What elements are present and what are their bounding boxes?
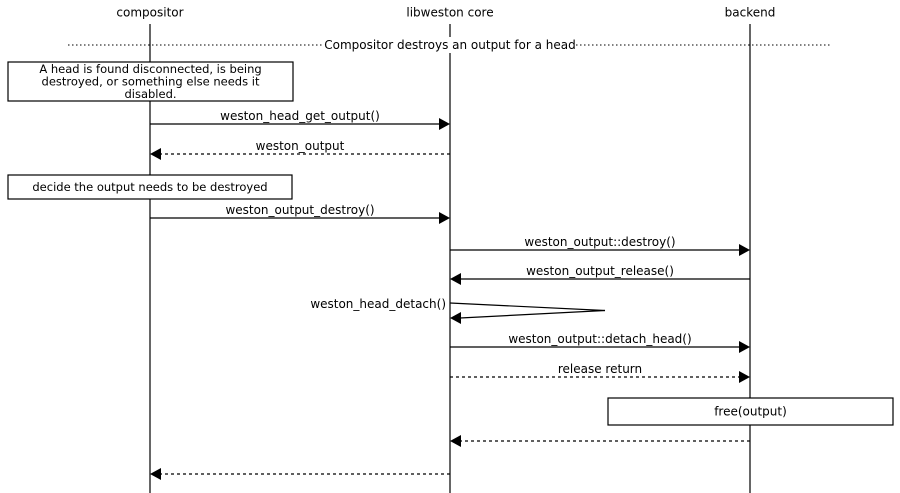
msg-weston-output-detach-head: weston_output::detach_head(): [450, 332, 750, 353]
msg-release-return: release return: [450, 362, 750, 383]
msg-weston-head-detach-label: weston_head_detach(): [310, 297, 446, 311]
msg-weston-head-detach-line-back: [459, 309, 606, 319]
msg-weston-output-detach-head-label-background: [511, 332, 689, 346]
msg-release-return-label: release return: [558, 362, 642, 376]
msg-weston-output-destroy-arrowhead: [439, 212, 450, 224]
msg-weston-output-destroy-vfunc-label: weston_output::destroy(): [524, 235, 675, 249]
note-head-disconnected: A head is found disconnected, is beingde…: [7, 61, 294, 102]
msg-weston-output-destroy-label-background: [227, 203, 373, 217]
msg-weston-head-detach-line-out: [449, 302, 606, 312]
actor-headers-group: compositor libweston core backend: [116, 6, 775, 20]
self-messages-group: weston_head_detach(): [310, 297, 606, 324]
msg-weston-output-return-arrowhead: [150, 148, 161, 160]
msg-weston-head-detach-arrowhead: [450, 312, 461, 324]
msg-weston-output-destroy-vfunc-arrowhead: [739, 244, 750, 256]
note-decide-destroy: decide the output needs to be destroyed: [7, 174, 293, 200]
actor-header-compositor: compositor: [116, 6, 183, 20]
note-head-disconnected-box: [7, 61, 294, 102]
msg-release-return-label-background: [555, 362, 645, 376]
msg-weston-head-get-output-label-background: [224, 109, 376, 123]
box-free-output: free(output): [607, 397, 894, 426]
box-free-output-box: [607, 397, 894, 426]
actor-header-backend: backend: [725, 6, 776, 20]
msg-weston-output-return-label: weston_output: [256, 139, 345, 153]
msg-destroy-return: [150, 468, 450, 480]
msg-weston-head-get-output: weston_head_get_output(): [150, 109, 450, 130]
msg-weston-head-get-output-arrowhead: [439, 118, 450, 130]
separator-label: Compositor destroys an output for a head: [324, 38, 576, 52]
msg-weston-output-detach-head-arrowhead: [739, 341, 750, 353]
msg-weston-output-destroy: weston_output_destroy(): [150, 203, 450, 224]
msg-weston-output-destroy-label: weston_output_destroy(): [225, 203, 374, 217]
msg-weston-head-get-output-label: weston_head_get_output(): [220, 109, 380, 123]
note-head-disconnected-line-2: disabled.: [124, 87, 176, 101]
msg-weston-output-detach-head-label: weston_output::detach_head(): [508, 332, 691, 346]
msg-weston-output-release-label: weston_output_release(): [526, 264, 674, 278]
actor-header-libweston-core: libweston core: [406, 6, 493, 20]
note-decide-destroy-box: [7, 174, 293, 200]
msg-weston-output-destroy-vfunc: weston_output::destroy(): [450, 235, 750, 256]
separator-group: Compositor destroys an output for a head: [68, 37, 832, 53]
note-head-disconnected-line-1: destroyed, or something else needs it: [42, 74, 260, 88]
msg-release-return-arrowhead: [739, 371, 750, 383]
msg-weston-output-release-label-background: [527, 264, 673, 278]
msg-weston-output-return-label-background: [259, 139, 341, 153]
messages-group: weston_head_get_output() weston_outputwes…: [150, 109, 750, 480]
msg-destroy-return-arrowhead: [150, 468, 161, 480]
note-head-disconnected-line-0: A head is found disconnected, is being: [39, 62, 261, 76]
separator-label-background: [324, 37, 576, 53]
msg-free-return: [450, 435, 750, 447]
msg-weston-head-detach: weston_head_detach(): [310, 297, 606, 324]
msg-weston-output-release: weston_output_release(): [450, 264, 750, 285]
note-decide-destroy-line-0: decide the output needs to be destroyed: [32, 180, 267, 194]
msg-weston-output-return: weston_output: [150, 139, 450, 160]
activation-boxes-group: free(output): [607, 397, 894, 426]
msg-weston-output-destroy-vfunc-label-background: [524, 235, 676, 249]
box-free-output-label: free(output): [714, 405, 787, 419]
notes-group: A head is found disconnected, is beingde…: [7, 61, 294, 200]
msg-free-return-arrowhead: [450, 435, 461, 447]
msg-weston-output-release-arrowhead: [450, 273, 461, 285]
